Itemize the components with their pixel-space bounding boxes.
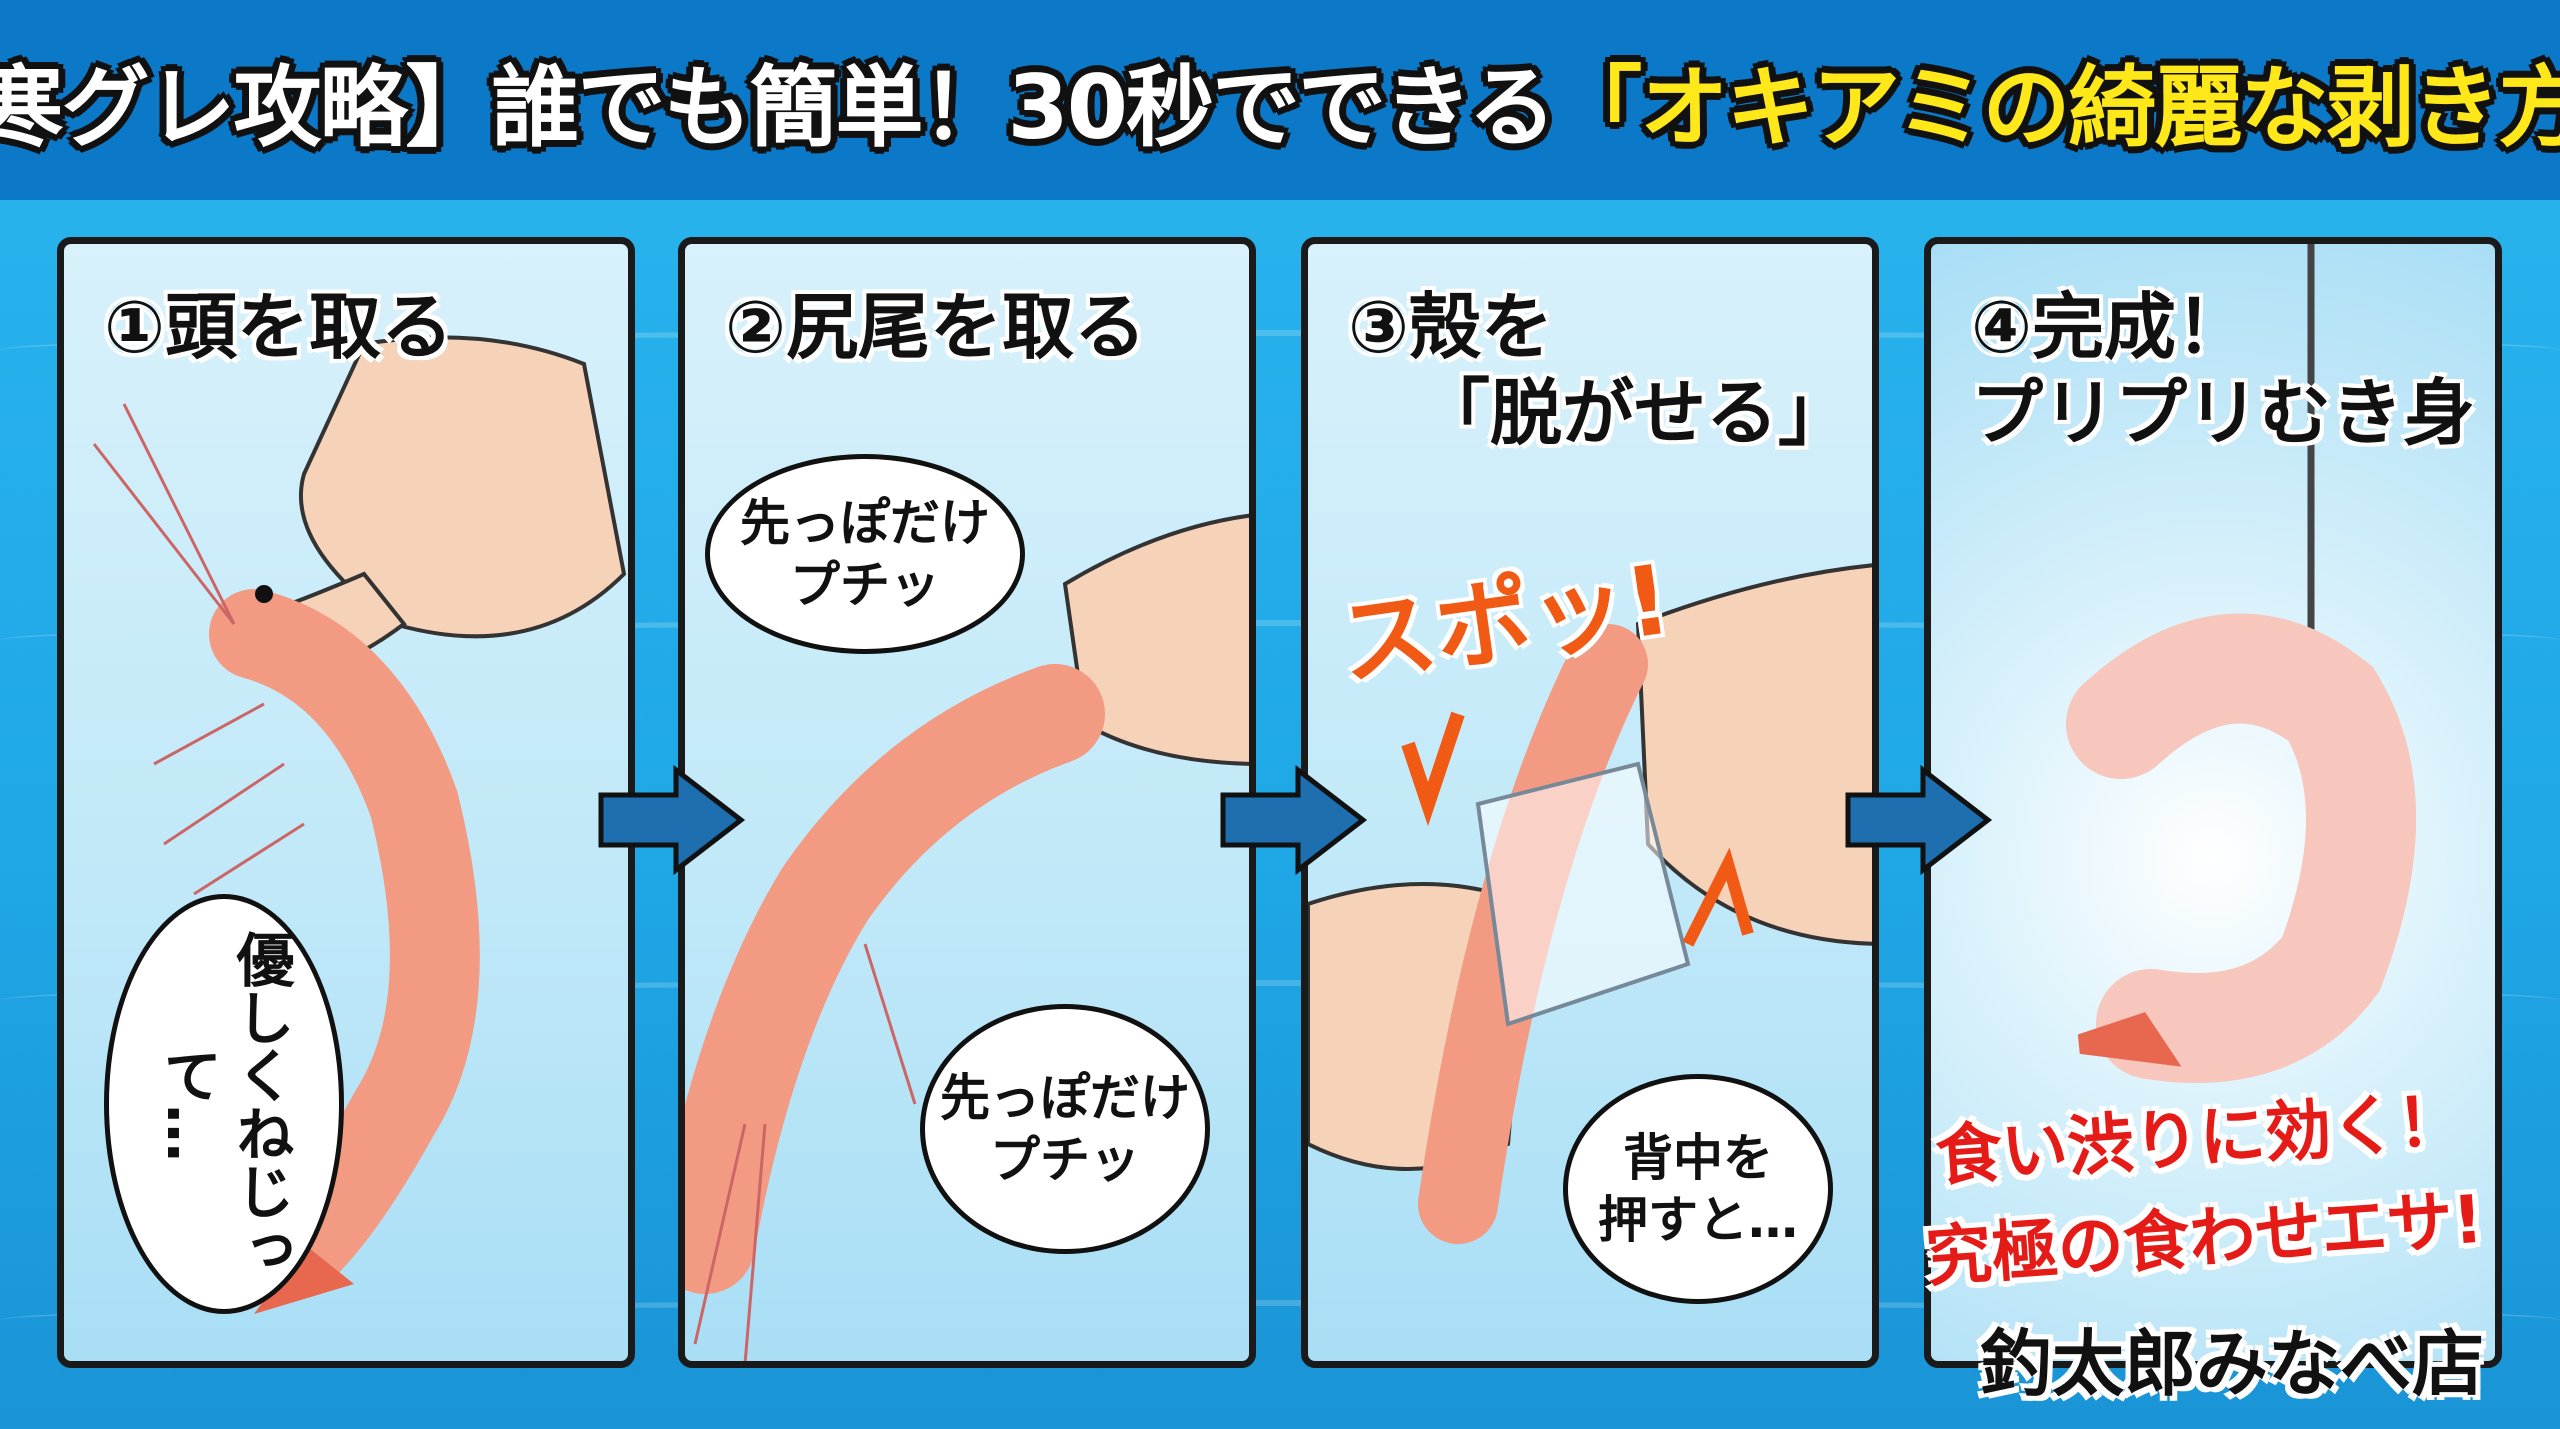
step-panel-1: ①頭を取る 優しくねじって… bbox=[57, 237, 635, 1368]
speech-bubble: 先っぽだけ プチッ bbox=[920, 1004, 1210, 1254]
peeled-shrimp-on-hook-illustration bbox=[2066, 244, 2416, 1083]
step-4-title-line1: ④完成！ bbox=[1971, 285, 2248, 369]
arrow-right-icon bbox=[1845, 765, 1993, 875]
shrimp-tail-illustration bbox=[685, 513, 1249, 1361]
header-banner: 【寒グレ攻略】誰でも簡単！30秒でできる「オキアミの綺麗な剥き方」 bbox=[0, 0, 2560, 200]
arrow-right-icon bbox=[1220, 765, 1368, 875]
speech-bubble: 優しくねじって… bbox=[104, 894, 344, 1314]
step-panel-3: ③殻を「脱がせる」 スポッ! 背中を 押すと… bbox=[1301, 237, 1879, 1368]
step-2-title: ②尻尾を取る bbox=[725, 285, 1146, 369]
title-highlight: 「オキアミの綺麗な剥き方」 bbox=[1554, 55, 2560, 159]
step-panel-2: ②尻尾を取る 先っぽだけ プチッ 先っぽだけ プチッ bbox=[678, 237, 1256, 1368]
step-4-title: ④完成！プリプリむき身 bbox=[1971, 284, 2475, 457]
step-3-title-line2: 「脱がせる」 bbox=[1418, 371, 1851, 456]
step-panel-4: ④完成！プリプリむき身 bbox=[1924, 237, 2502, 1368]
title-prefix: 【寒グレ攻略】誰でも簡単！30秒でできる bbox=[0, 55, 1556, 159]
step-1-title: ①頭を取る bbox=[104, 285, 453, 369]
shrimp-head-illustration bbox=[92, 335, 627, 1314]
store-name: 釣太郎みなべ店 bbox=[1980, 1322, 2485, 1406]
step-3-title: ③殻を「脱がせる」 bbox=[1348, 284, 1850, 457]
page-title: 【寒グレ攻略】誰でも簡単！30秒でできる「オキアミの綺麗な剥き方」 bbox=[0, 37, 2560, 164]
speech-bubble: 背中を 押すと… bbox=[1563, 1074, 1833, 1304]
arrow-right-icon bbox=[598, 765, 746, 875]
speech-bubble: 先っぽだけ プチッ bbox=[705, 454, 1025, 654]
shell-removal-illustration bbox=[1308, 563, 1872, 1244]
step-3-title-line1: ③殻を bbox=[1348, 285, 1553, 369]
step-4-title-line2: プリプリむき身 bbox=[1971, 371, 2476, 456]
